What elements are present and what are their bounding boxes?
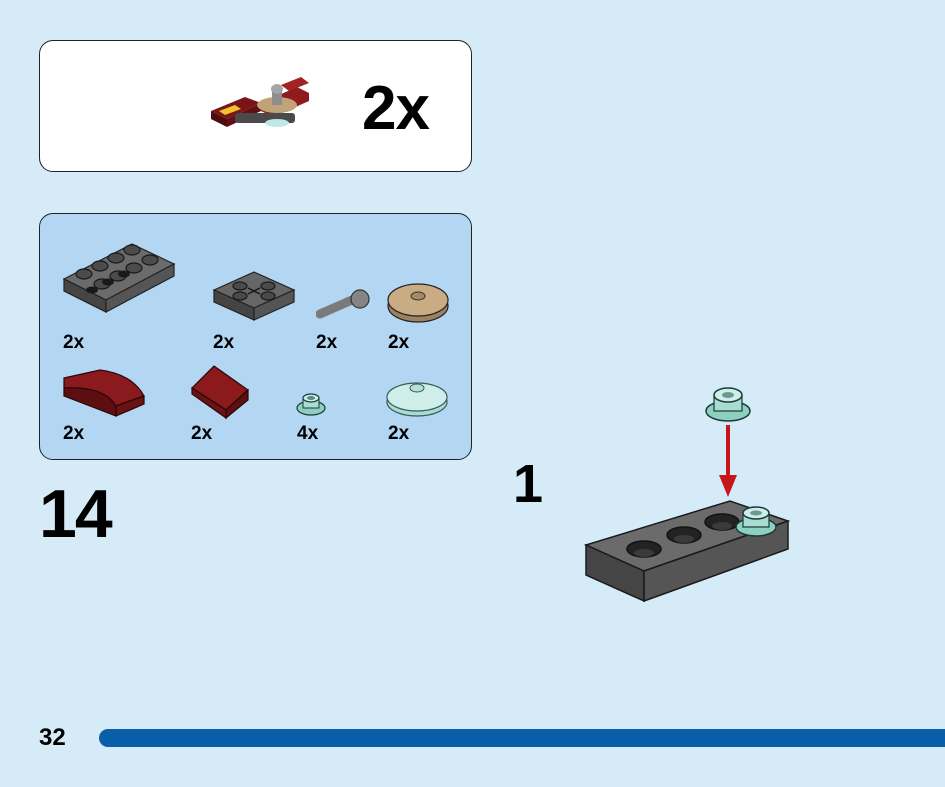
part-quantity: 2x <box>191 423 213 444</box>
submodel-quantity: 2x <box>362 74 430 143</box>
bar-stud-icon <box>316 289 370 319</box>
part-quantity: 2x <box>388 332 410 353</box>
submodel-callout: 2x <box>39 40 472 172</box>
plate-1x4-piece <box>583 500 791 603</box>
part-quantity: 2x <box>63 423 85 444</box>
curved-slope-dark-red-icon <box>63 369 145 417</box>
sub-assembly-model-image <box>211 77 309 127</box>
round-tile-trans-blue-icon <box>386 382 448 417</box>
part-quantity: 2x <box>213 332 235 353</box>
part-quantity: 2x <box>388 423 410 444</box>
parts-list-panel: 2x 2x 2x 2x 2x 2x 4x <box>39 213 472 460</box>
assembly-illustration <box>583 387 791 603</box>
round-tile-tan-icon <box>387 283 449 323</box>
round-plate-piece <box>705 387 751 422</box>
step-number: 14 <box>39 476 113 552</box>
part-quantity: 2x <box>316 332 338 353</box>
round-plate-trans-blue-icon <box>296 393 326 416</box>
assembly-arrow-icon <box>719 425 737 497</box>
part-quantity: 4x <box>297 423 319 444</box>
part-quantity: 2x <box>63 332 85 353</box>
page-number: 32 <box>39 724 66 751</box>
page-progress-bar <box>99 729 945 747</box>
substep-number: 1 <box>513 454 544 514</box>
plate-2x2-jumper-icon <box>212 271 296 321</box>
plate-2x4-icon <box>62 243 176 313</box>
slope-dark-red-icon <box>191 365 249 420</box>
